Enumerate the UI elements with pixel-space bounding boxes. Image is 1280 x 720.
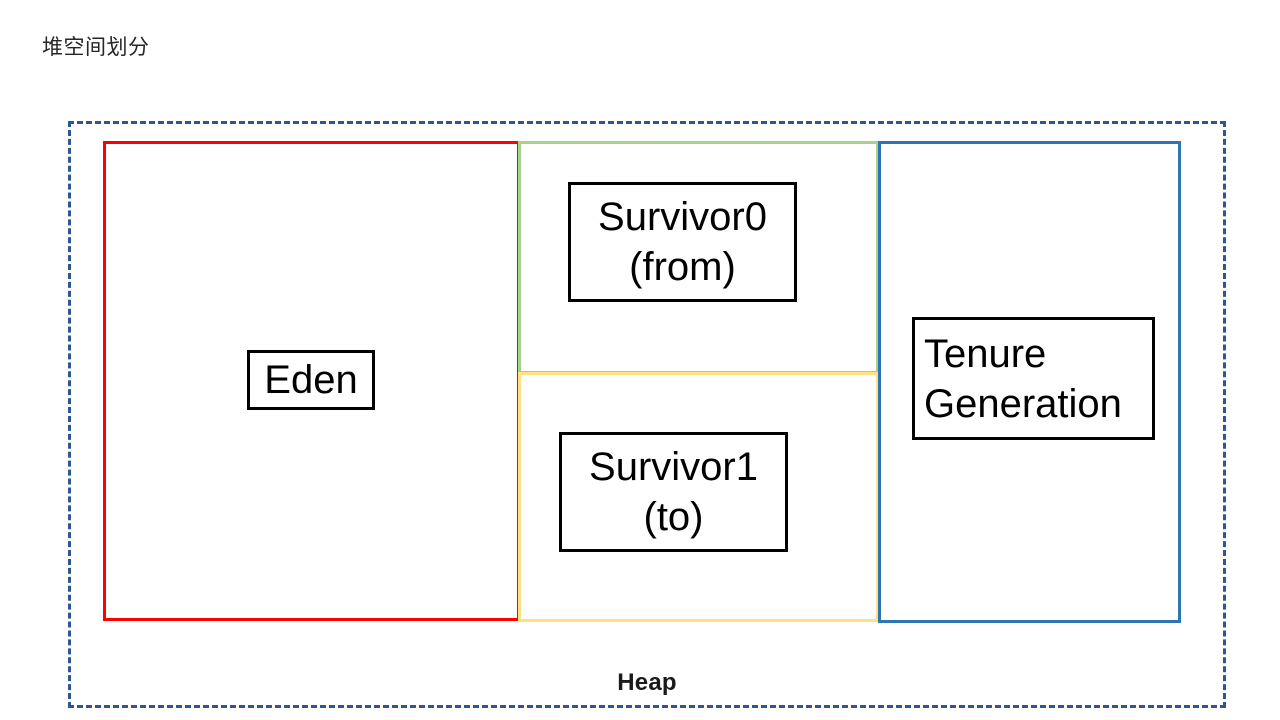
eden-label-box: Eden xyxy=(247,350,375,410)
survivor1-label-line-2: (to) xyxy=(643,495,704,539)
eden-label-line-1: Eden xyxy=(264,358,358,402)
survivor1-label-box: Survivor1 (to) xyxy=(559,432,788,552)
tenure-label-line-2: Generation xyxy=(924,381,1122,426)
survivor0-label-box: Survivor0 (from) xyxy=(568,182,797,302)
tenure-generation-region xyxy=(878,141,1181,623)
tenure-label-line-1: Tenure xyxy=(924,331,1047,376)
heap-caption: Heap xyxy=(617,669,677,696)
survivor0-label-line-2: (from) xyxy=(629,245,736,289)
survivor1-label-line-1: Survivor1 xyxy=(589,445,758,489)
tenure-generation-label-box: Tenure Generation xyxy=(912,317,1155,440)
survivor1-region xyxy=(518,372,879,622)
survivor0-label-line-1: Survivor0 xyxy=(598,195,767,239)
heap-region: Heap xyxy=(68,121,1226,708)
page-title: 堆空间划分 xyxy=(42,36,150,59)
